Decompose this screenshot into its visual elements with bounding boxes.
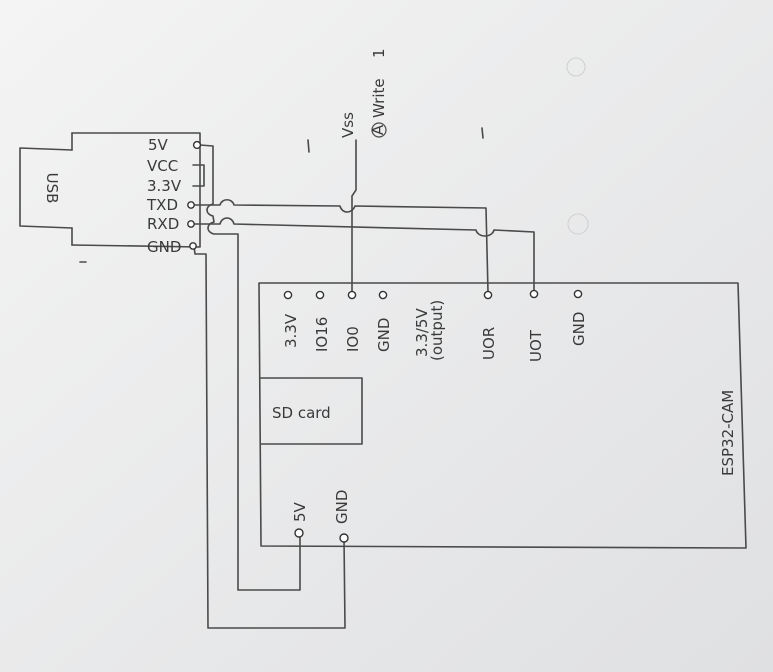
mode-mark-badge: A bbox=[369, 122, 387, 138]
esp-pin-3v3-label: 3.3V bbox=[282, 313, 300, 348]
usb-adapter-outline bbox=[71, 132, 201, 248]
pin-vcc-label: VCC bbox=[147, 157, 178, 175]
wire-io0-vss bbox=[351, 139, 357, 293]
wire-rxd-uot bbox=[191, 217, 535, 293]
esp-pin-uot-label: UOT bbox=[527, 329, 545, 362]
pin-txd-label: TXD bbox=[146, 196, 178, 214]
esp-pin-3v3-5v-label: 3.3/5V bbox=[413, 308, 431, 357]
pin-gnd-label: GND bbox=[147, 238, 181, 256]
esp32-board-outline bbox=[258, 282, 747, 549]
write-mark: 1 bbox=[370, 48, 388, 58]
pin-dots bbox=[187, 140, 583, 543]
wire-gnd bbox=[193, 245, 346, 629]
esp-pin-gnd2-label: GND bbox=[570, 312, 588, 346]
esp-pin-uor-label: UOR bbox=[480, 327, 498, 360]
pin-rxd-label: RXD bbox=[147, 215, 179, 233]
usb-plug-outline bbox=[19, 147, 73, 229]
sdcard-slot-outline bbox=[259, 377, 363, 445]
sdcard-label: SD card bbox=[272, 404, 331, 422]
esp-bottom-5v-label: 5V bbox=[291, 501, 309, 522]
pin-5v-label: 5V bbox=[148, 136, 169, 154]
write-note: Write bbox=[370, 78, 388, 118]
esp-pin-gnd-label: GND bbox=[375, 318, 393, 352]
wire-txd-uor bbox=[191, 198, 489, 293]
usb-label: USB bbox=[43, 173, 61, 204]
esp-bottom-gnd-label: GND bbox=[333, 490, 351, 524]
mode-mark: A bbox=[369, 124, 387, 135]
esp-pin-io0-label: IO0 bbox=[344, 326, 362, 352]
vcc-jumper bbox=[192, 164, 205, 187]
esp32-title: ESP32-CAM bbox=[719, 390, 737, 476]
vss-label: Vss bbox=[339, 112, 357, 138]
esp-output-note: (output) bbox=[428, 300, 446, 361]
esp-pin-io16-label: IO16 bbox=[313, 317, 331, 352]
wire-5v bbox=[199, 144, 301, 591]
pin-3v3-label: 3.3V bbox=[147, 177, 182, 195]
